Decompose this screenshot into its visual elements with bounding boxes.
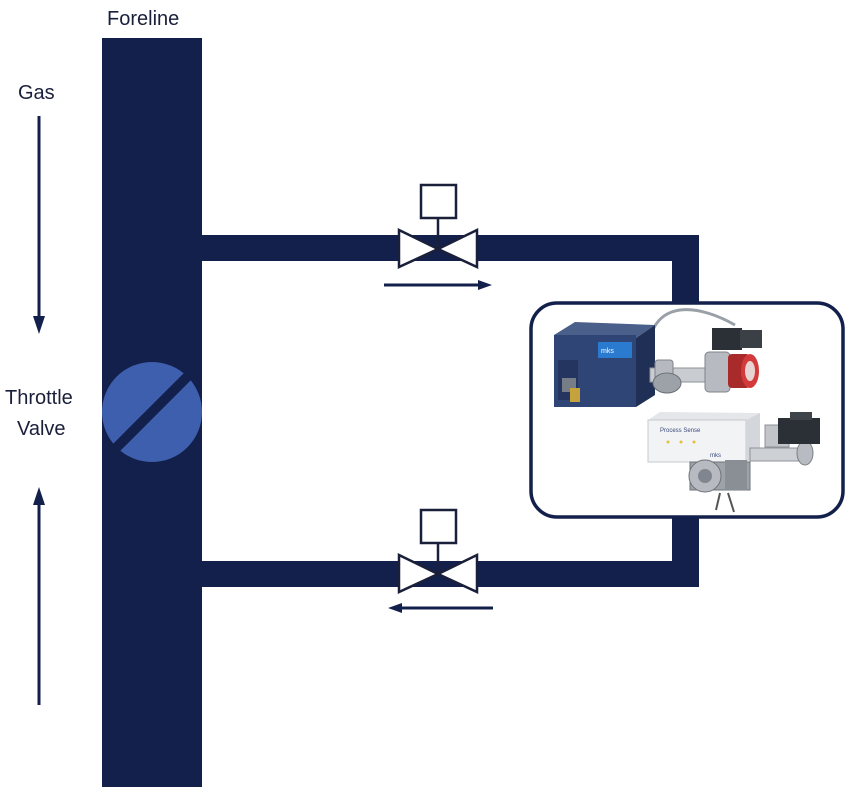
flow-arrow-left-icon [388,603,493,613]
lower-valve-icon [397,508,479,594]
gas-arrow-down-icon [33,116,45,334]
lower-unit-badge: mks [710,453,721,459]
gas-arrow-up-icon [33,487,45,705]
upper-valve-icon [397,183,479,269]
upper-sensor-unit: mks [554,308,762,407]
throttle-valve-icon [102,362,202,462]
valve-label: Valve [17,418,66,440]
foreline-label: Foreline [107,8,179,30]
gas-label: Gas [18,82,55,104]
right-riser-upper [672,235,699,305]
flow-arrow-right-icon [384,280,492,290]
lower-sensor-unit: Process Sense mks [647,412,820,513]
throttle-label: Throttle [5,387,73,409]
lower-unit-label: Process Sense [660,428,701,434]
upper-unit-badge: mks [601,348,614,355]
